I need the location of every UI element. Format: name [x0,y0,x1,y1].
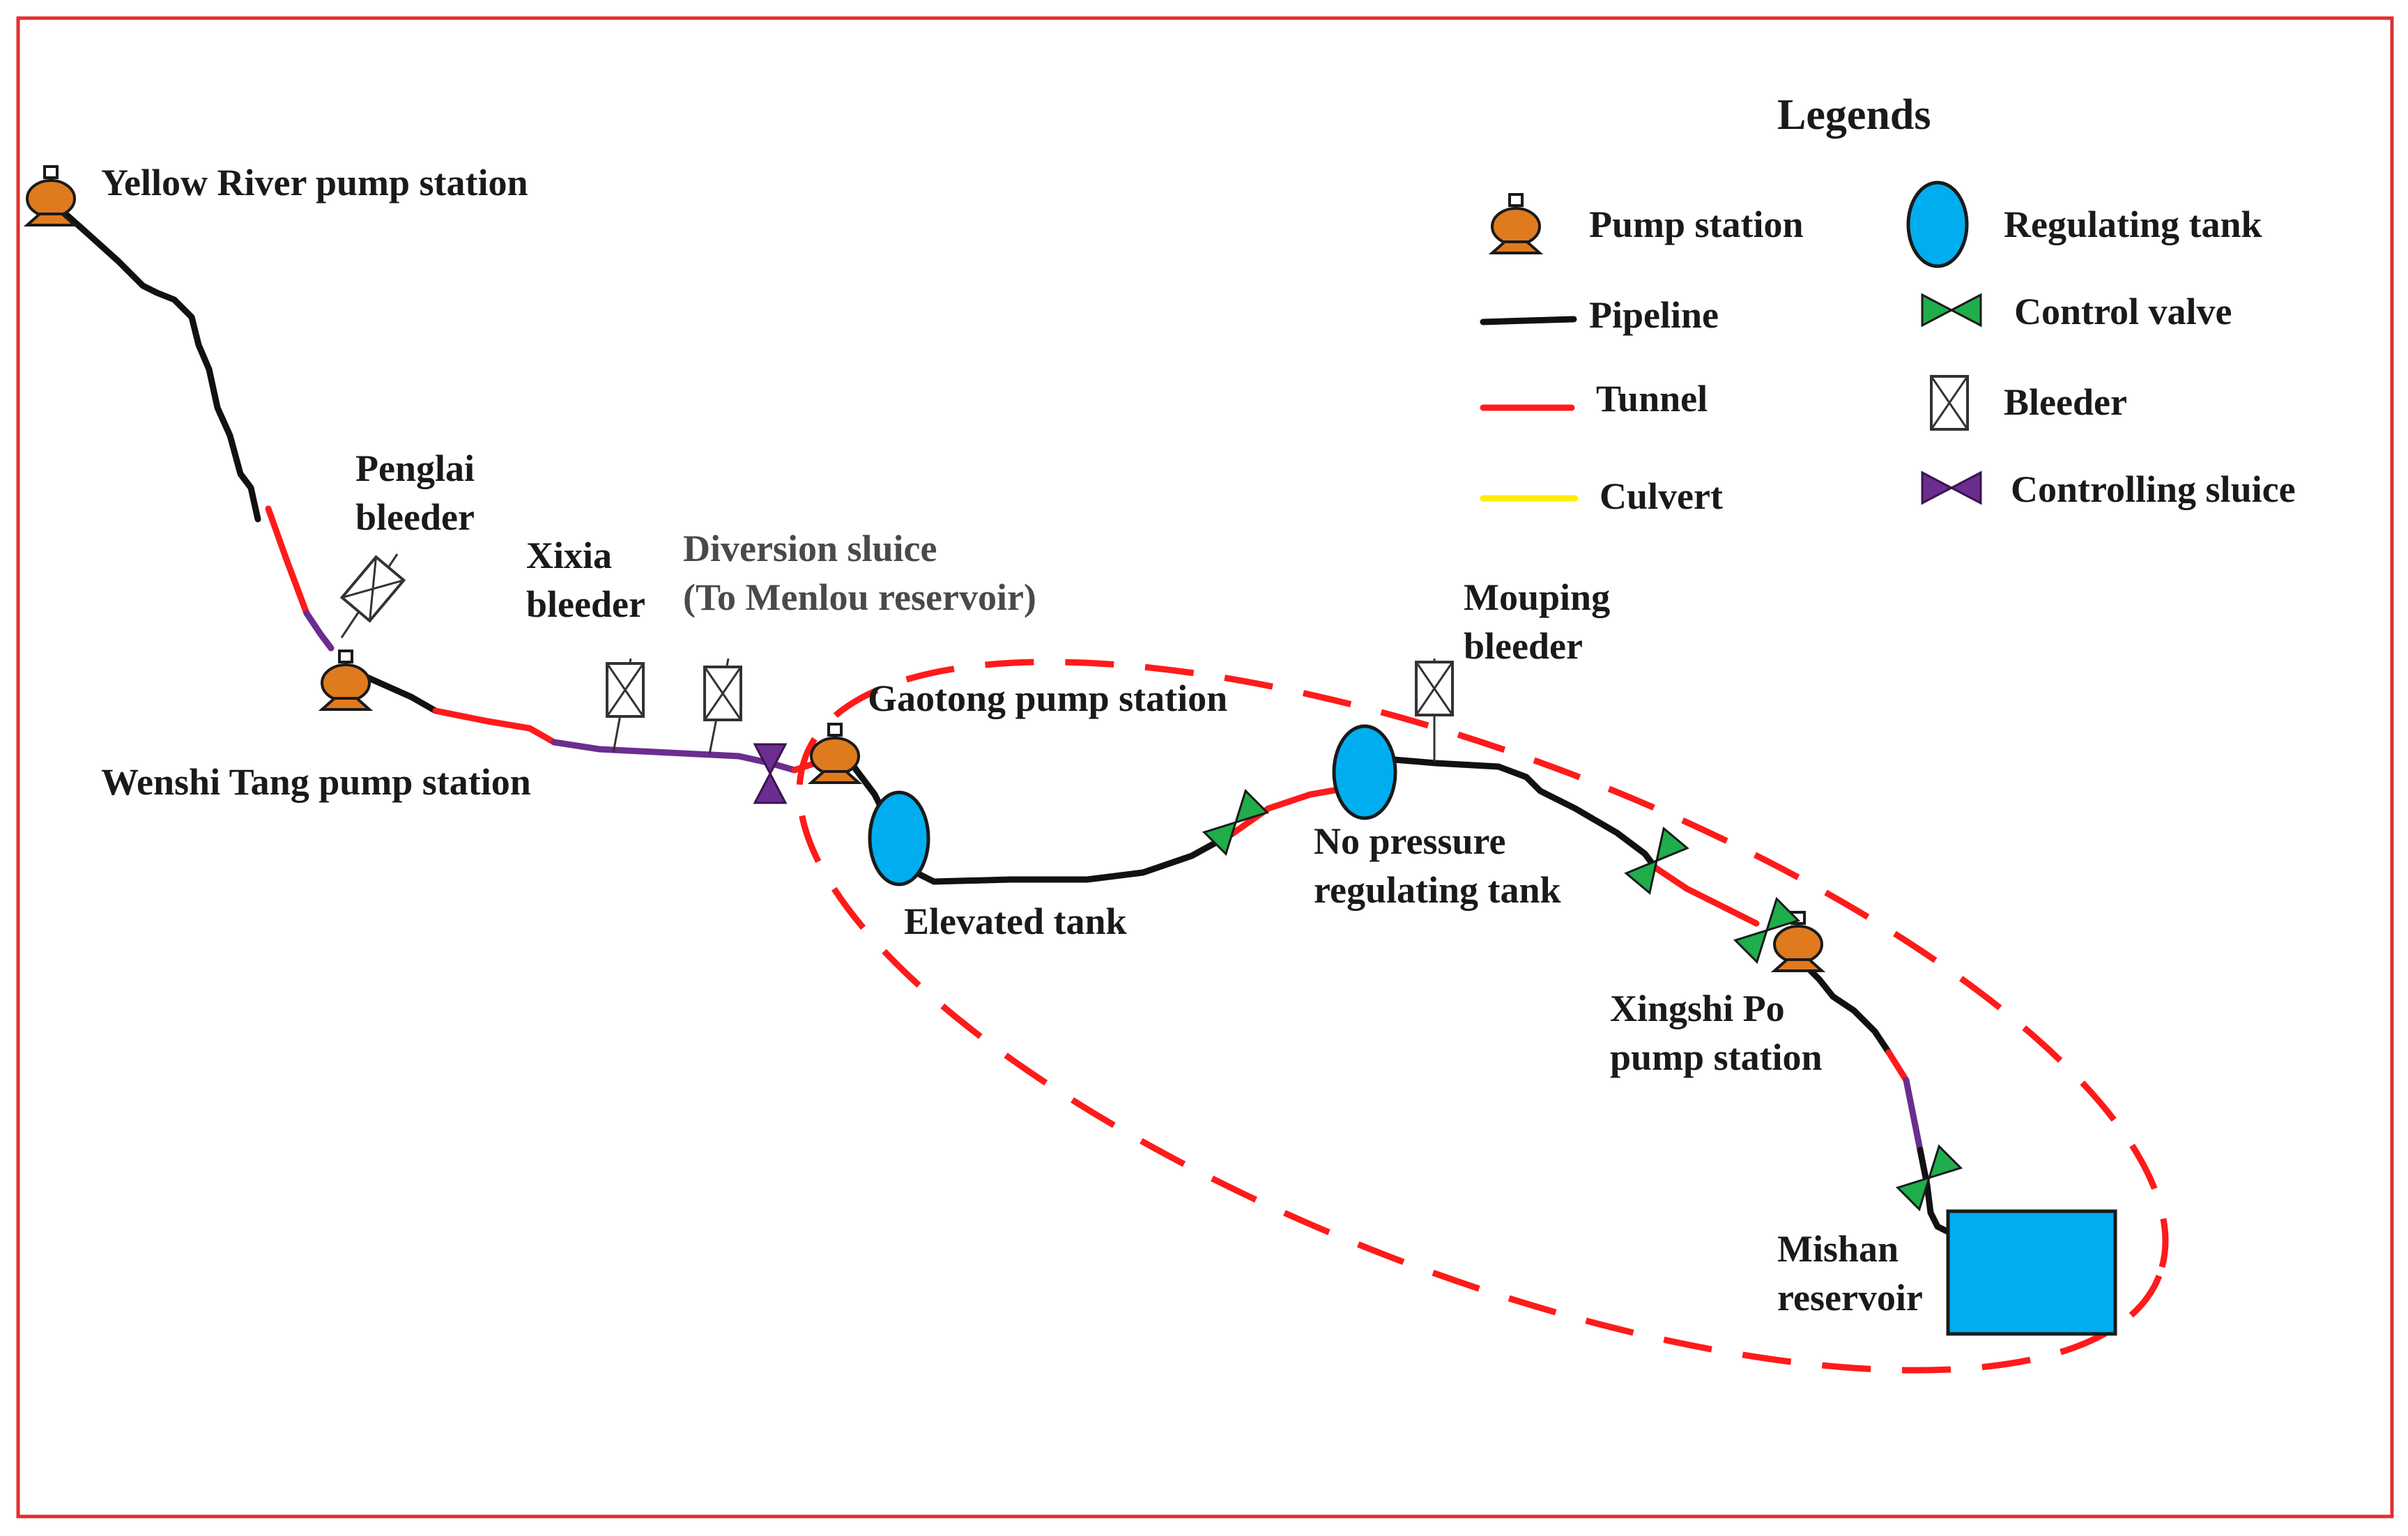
tunnel-segment-xingshi-po [1652,864,1760,927]
penglai-bleeder-label-line-2: bleeder [355,496,475,538]
tunnel-segment-no-pressure [1230,786,1342,836]
gaotong-pump-station-icon [810,723,860,784]
tunnel-segment-diversion [791,760,819,774]
legend-pipeline-swatch [1480,316,1577,325]
pipeline-segment-mouping [1390,756,1659,871]
legend-pipeline-label: Pipeline [1589,294,1719,336]
mishan-reservoir-icon [1946,1209,2117,1336]
legend-bleeder-label: Bleeder [2004,381,2127,423]
penglai-bleeder-label-line-1: Penglai [355,447,475,489]
elevated-tank-label: Elevated tank [904,900,1127,942]
xingshi-po-pump-station-label-line-1: Xingshi Po [1610,988,1785,1029]
tunnel-segment-penglai [265,505,310,617]
pipeline-segment-mishan [1917,1146,1955,1237]
legend-pump-station-label: Pump station [1589,203,1804,245]
diagram-frame [16,16,2394,1519]
legend-culvert-label: Culvert [1600,475,1723,517]
diversion-controlling-sluice-icon [753,743,787,804]
tunnel-segment-wenshi-tang [432,707,558,746]
wenshi-tang-pump-station-label: Wenshi Tang pump station [101,761,531,803]
xingshi-po-pump-station-label-line-2: pump station [1610,1036,1823,1078]
diversion-sluice-label-line-1: Diversion sluice [683,528,937,569]
elevated-tank-icon [868,790,930,886]
legend-regulating-tank-label: Regulating tank [2004,203,2262,245]
legend-controlling-sluice-icon [1921,471,1982,505]
mishan-reservoir-label-line-1: Mishan [1777,1228,1899,1270]
legend-regulating-tank-icon [1906,181,1969,268]
no-pressure-tank-label-line-2: regulating tank [1314,869,1561,911]
legend-control-valve-icon [1921,293,1982,327]
gaotong-pump-station-label: Gaotong pump station [868,677,1227,719]
xixia-bleeder-icon-2 [703,666,742,721]
sluice-segment-penglai [303,610,335,652]
pipeline-segment-xingshi-po [1802,962,1892,1056]
diversion-sluice-label-line-2: (To Menlou reservoir) [683,576,1036,618]
focus-zone-outline [796,659,2169,1374]
mouping-bleeder-label-line-2: bleeder [1464,625,1583,667]
legend-control-valve-label: Control valve [2014,291,2232,332]
sluice-segment-mishan [1903,1077,1924,1153]
mouping-bleeder-label-line-1: Mouping [1464,576,1610,618]
xixia-bleeder-label-line-1: Xixia [526,535,612,576]
xixia-bleeder-icon-1 [606,662,645,718]
no-pressure-regulating-tank-icon [1332,724,1397,820]
pipeline-segment-elevated-tank [917,829,1237,885]
tunnel-segment-mishan [1885,1049,1910,1084]
mishan-reservoir-label-line-2: reservoir [1777,1277,1923,1319]
yellow-river-pump-station-label: Yellow River pump station [101,162,528,203]
mouping-bleeder-icon [1415,661,1454,716]
wenshi-tang-pump-station-icon [321,650,371,711]
legend: Legends Pump station Pipeline Tunnel Cul… [1480,91,2296,517]
no-pressure-tank-label-line-1: No pressure [1314,820,1506,862]
xixia-bleeder-label-line-2: bleeder [526,583,645,625]
penglai-bleeder-icon [340,555,406,622]
legend-bleeder-icon [1930,375,1969,431]
legend-title: Legends [1777,91,1931,139]
pipeline-segment-yellow-river [49,199,261,523]
legend-tunnel-label: Tunnel [1596,378,1708,420]
legend-pump-station-icon [1491,193,1541,254]
legend-controlling-sluice-label: Controlling sluice [2011,468,2296,510]
